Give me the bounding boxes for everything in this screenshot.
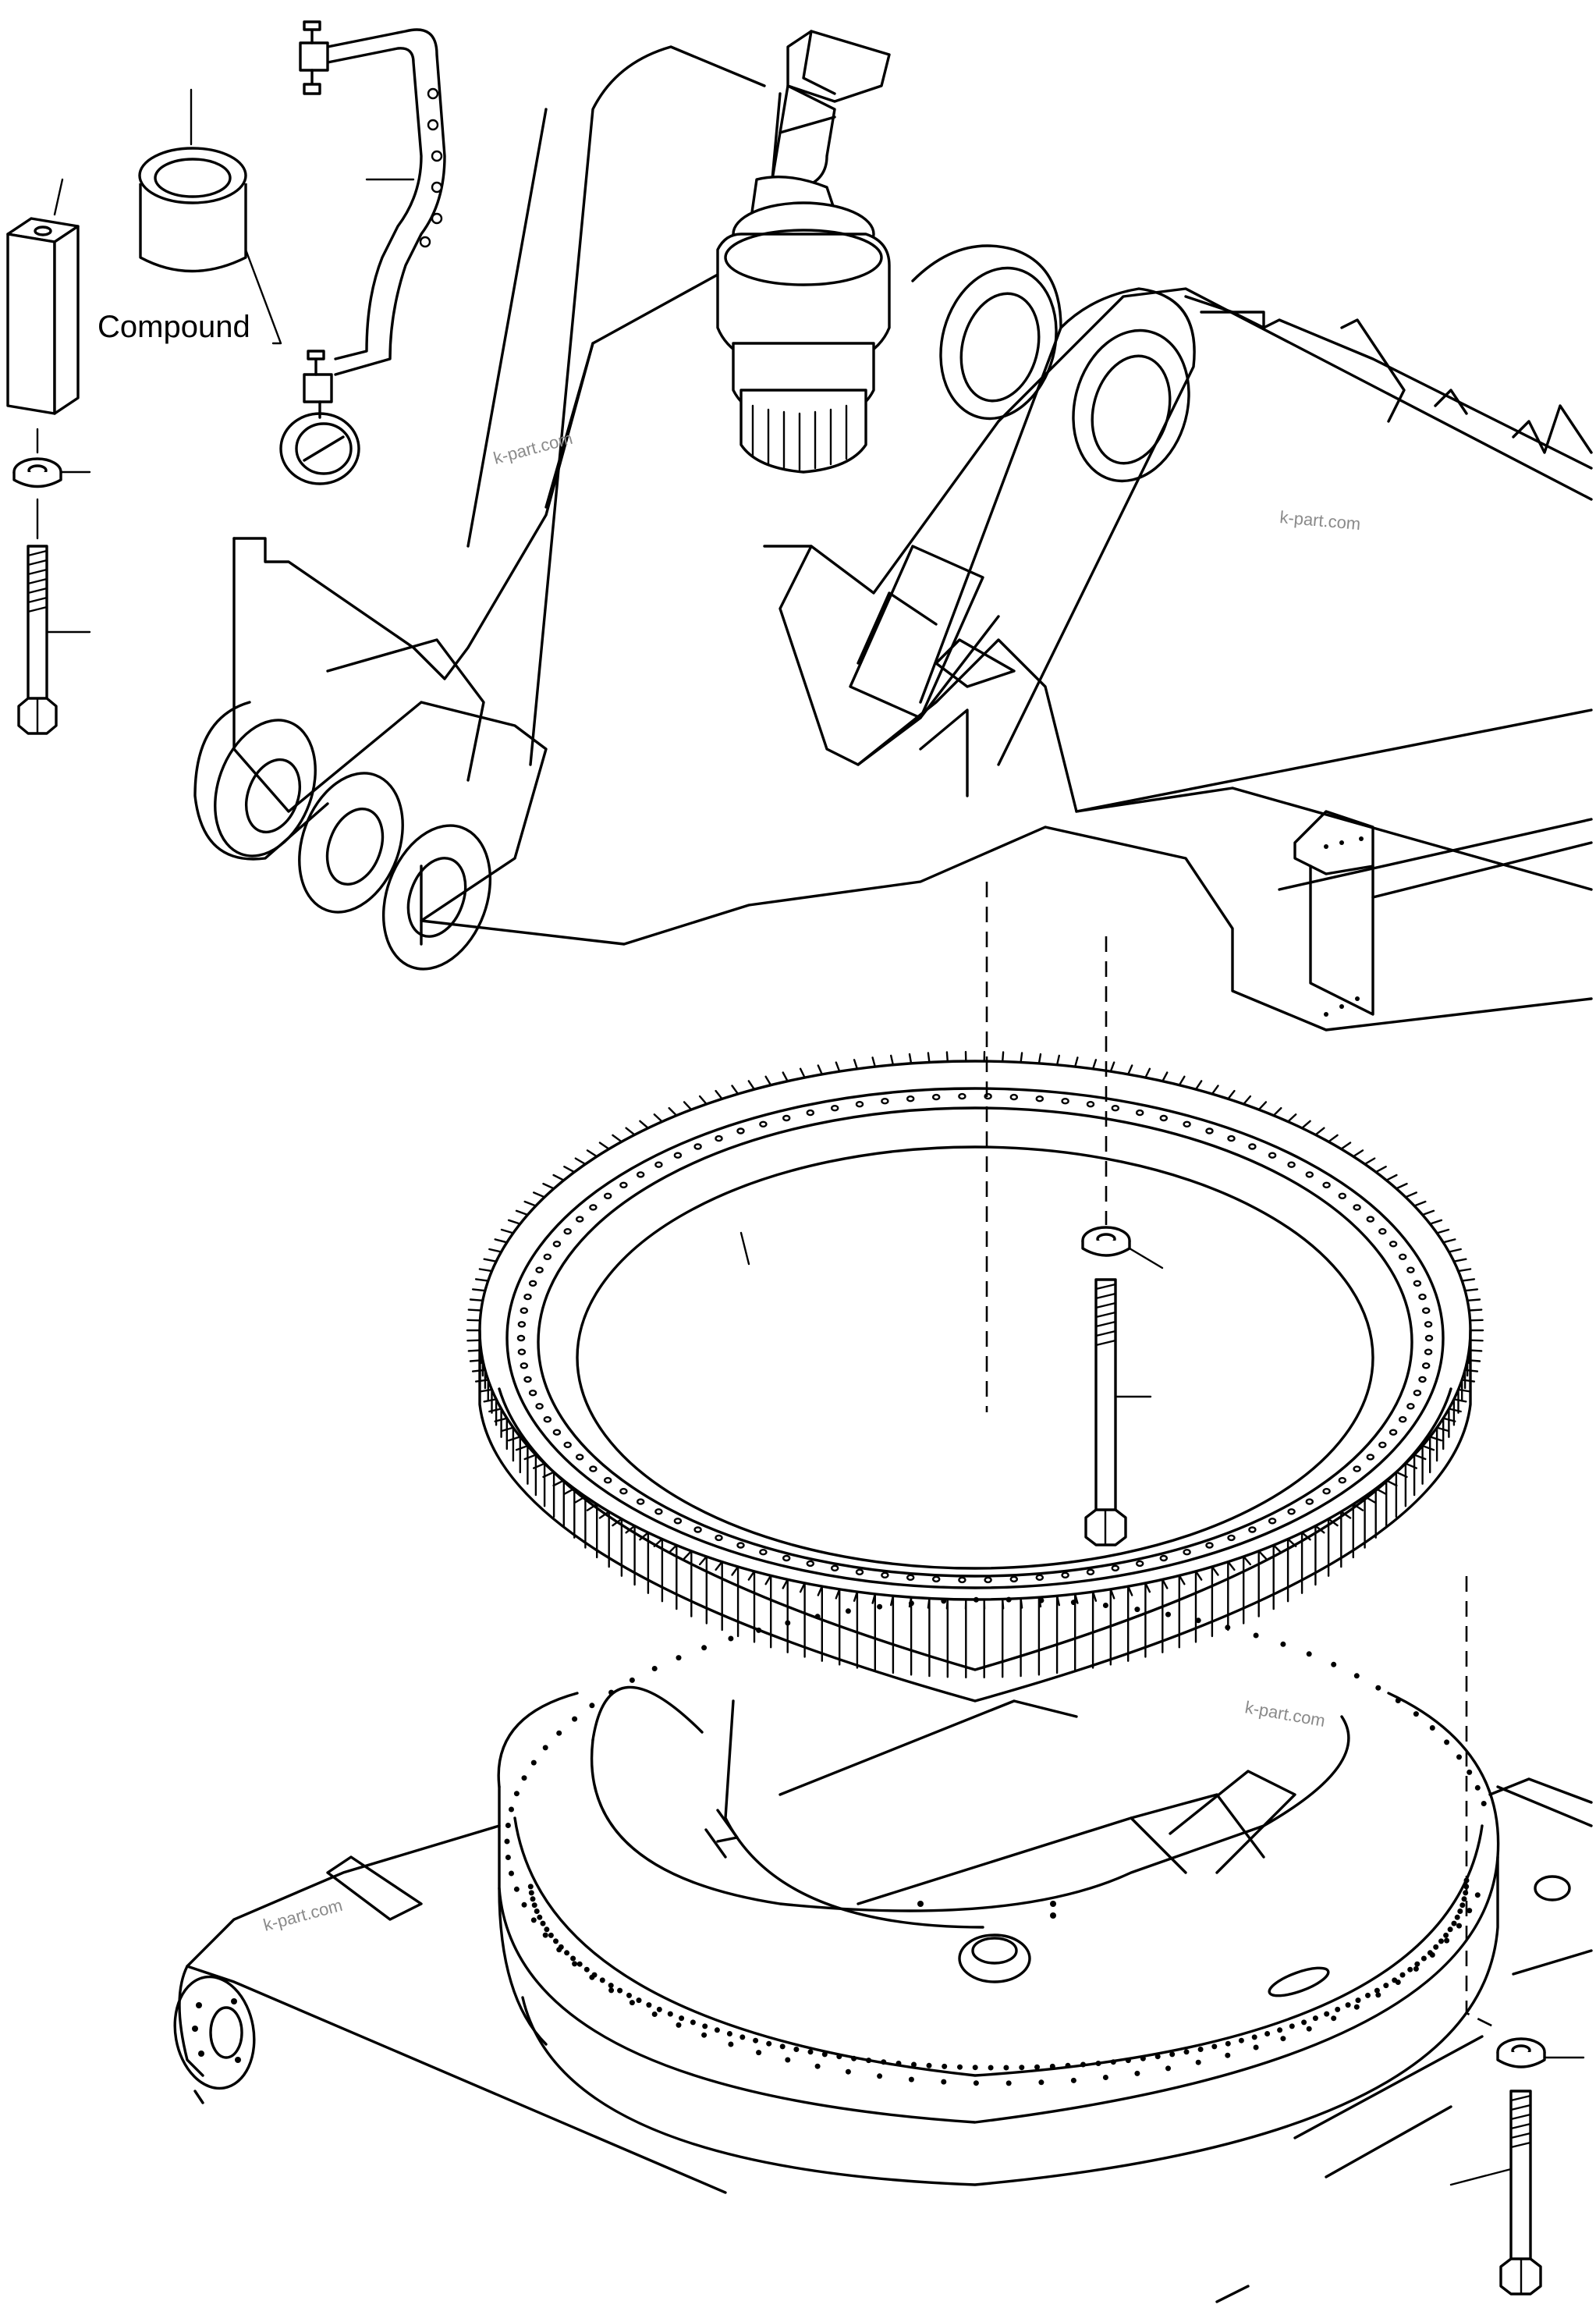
compound-cup-icon: Compound (98, 88, 282, 345)
grease-pipe-icon (279, 20, 446, 485)
swing-ring-gear-icon (466, 1050, 1484, 1703)
track-frame (173, 1596, 1593, 2303)
square-spacer-icon (6, 178, 80, 415)
revolving-frame (193, 45, 1593, 1031)
ring-bolt-icon (1081, 1226, 1164, 1546)
compound-label: Compound (98, 310, 250, 344)
swing-motor-icon (716, 30, 891, 474)
watermark: k-part.com (491, 428, 575, 468)
alignment-lines (985, 882, 1498, 2030)
watermark: k-part.com (1279, 507, 1362, 534)
watermark: k-part.com (1243, 1697, 1327, 1731)
washer-icon (12, 428, 91, 488)
bolt-icon (17, 498, 91, 735)
lower-bolt-icon (1449, 2037, 1585, 2296)
